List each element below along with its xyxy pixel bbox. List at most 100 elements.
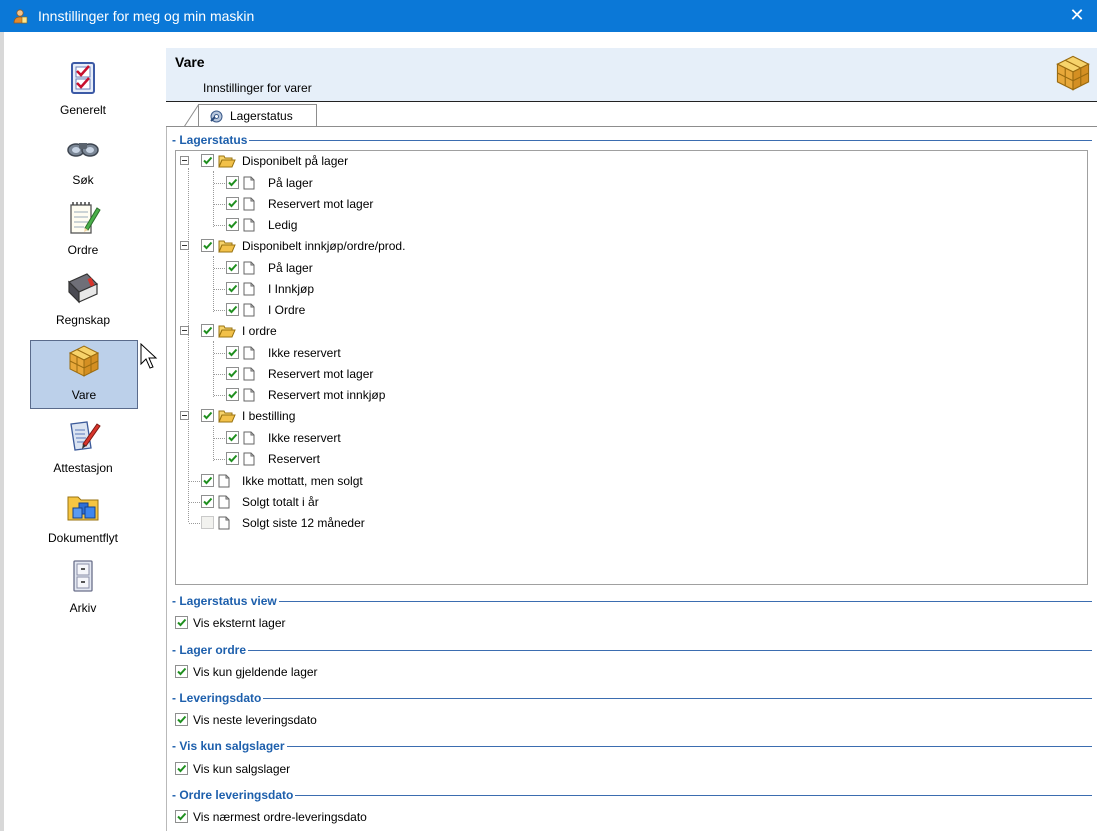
collapse-toggle[interactable] <box>180 156 189 165</box>
sidebar-item-regnskap[interactable]: Regnskap <box>28 268 138 338</box>
settings-header: Vare Innstillinger for varer <box>166 48 1097 102</box>
tree-node-label: Reservert <box>268 452 321 466</box>
section-label: - Vis kun salgslager <box>172 738 287 754</box>
document-icon <box>243 431 255 445</box>
document-icon <box>218 516 230 530</box>
lagerstatus-panel: - Lagerstatus Disponibelt på lager På la… <box>166 127 1097 831</box>
sidebar-item-attestasjon[interactable]: Attestasjon <box>28 416 138 486</box>
window-titlebar: Innstillinger for meg og min maskin ✕ <box>0 0 1097 32</box>
checkbox[interactable] <box>201 474 214 487</box>
checkbox[interactable] <box>175 616 188 629</box>
section-lagerstatus-view: - Lagerstatus view <box>172 593 1092 611</box>
tree-guide <box>214 289 225 290</box>
document-icon <box>243 282 255 296</box>
checkbox[interactable] <box>226 261 239 274</box>
tree-node-label: Reservert mot lager <box>268 367 374 381</box>
tree-guide <box>214 374 225 375</box>
tree-node-label: Solgt siste 12 måneder <box>242 516 365 530</box>
tree-guide <box>189 523 200 524</box>
collapse-toggle[interactable] <box>180 411 189 420</box>
section-ordre-leveringsdato: - Ordre leveringsdato <box>172 787 1092 805</box>
checkbox[interactable] <box>201 154 214 167</box>
checkbox[interactable] <box>226 197 239 210</box>
checkbox[interactable] <box>226 303 239 316</box>
tree-guide <box>189 502 200 503</box>
tab-divider <box>166 126 1097 127</box>
lagerstatus-tree[interactable]: Disponibelt på lager På lager Reservert … <box>175 150 1088 585</box>
tree-node-label: Ledig <box>268 218 298 232</box>
document-icon <box>243 452 255 466</box>
checklist-icon <box>71 62 95 94</box>
checkbox[interactable] <box>226 346 239 359</box>
sidebar-item-arkiv[interactable]: Arkiv <box>28 556 138 626</box>
sidebar-item-sok[interactable]: Søk <box>28 128 138 198</box>
sidebar-item-label: Dokumentflyt <box>47 531 119 545</box>
checkbox[interactable] <box>226 176 239 189</box>
sidebar-item-dokumentflyt[interactable]: Dokumentflyt <box>28 486 138 556</box>
checkbox[interactable] <box>201 516 214 529</box>
tree-guide <box>189 481 200 482</box>
tab-edge <box>184 104 199 127</box>
checkbox[interactable] <box>226 282 239 295</box>
tab-strip: Lagerstatus <box>166 101 1097 128</box>
document-icon <box>243 261 255 275</box>
checkbox[interactable] <box>175 762 188 775</box>
tree-node-label: Ikke reservert <box>268 346 341 360</box>
checkbox[interactable] <box>226 431 239 444</box>
checkbox[interactable] <box>201 409 214 422</box>
section-lagerstatus: - Lagerstatus <box>172 132 1092 150</box>
checkbox[interactable] <box>175 665 188 678</box>
sidebar-item-vare[interactable]: Vare <box>30 340 138 409</box>
sidebar-item-label: Generelt <box>59 103 107 117</box>
tree-guide <box>214 395 225 396</box>
sidebar-item-label: Regnskap <box>55 313 111 327</box>
tree-guide <box>214 183 225 184</box>
section-title: Lagerstatus <box>179 133 248 147</box>
checkbox[interactable] <box>201 495 214 508</box>
checkbox[interactable] <box>226 452 239 465</box>
boxes-icon <box>68 345 100 377</box>
window-border <box>0 32 4 831</box>
ledger-book-icon <box>67 273 99 304</box>
open-folder-icon <box>218 410 236 423</box>
section-divider <box>172 795 1092 796</box>
document-icon <box>243 197 255 211</box>
section-leveringsdato: - Leveringsdato <box>172 690 1092 708</box>
page-title: Vare <box>175 54 205 70</box>
user-settings-icon <box>13 9 28 24</box>
sidebar-item-generelt[interactable]: Generelt <box>28 58 138 128</box>
section-lager-ordre: - Lager ordre <box>172 642 1092 660</box>
sidebar-item-ordre[interactable]: Ordre <box>28 198 138 268</box>
checkbox[interactable] <box>226 388 239 401</box>
page-subtitle: Innstillinger for varer <box>203 81 312 95</box>
tree-guide <box>213 256 214 312</box>
checkbox[interactable] <box>226 367 239 380</box>
checkbox[interactable] <box>175 810 188 823</box>
section-label: - Lager ordre <box>172 642 249 658</box>
open-folder-icon <box>218 155 236 168</box>
tree-guide <box>214 225 225 226</box>
mouse-cursor-icon <box>140 343 158 369</box>
checkbox[interactable] <box>226 218 239 231</box>
close-button[interactable]: ✕ <box>1057 0 1097 32</box>
option-label: Vis neste leveringsdato <box>193 713 317 727</box>
sidebar-item-label: Vare <box>71 388 97 402</box>
section-title: Vis kun salgslager <box>179 739 285 753</box>
open-folder-icon <box>218 240 236 253</box>
open-folder-icon <box>218 325 236 338</box>
document-pen-icon <box>70 421 101 451</box>
checkbox[interactable] <box>201 324 214 337</box>
collapse-toggle[interactable] <box>180 241 189 250</box>
settings-gear-icon <box>210 110 223 123</box>
document-icon <box>243 303 255 317</box>
tree-node-label: Ikke reservert <box>268 431 341 445</box>
collapse-toggle[interactable] <box>180 326 189 335</box>
tree-guide <box>214 204 225 205</box>
section-divider <box>172 650 1092 651</box>
tab-lagerstatus[interactable]: Lagerstatus <box>198 104 317 128</box>
tree-guide <box>188 168 189 522</box>
checkbox[interactable] <box>201 239 214 252</box>
section-vis-kun-salgslager: - Vis kun salgslager <box>172 738 1092 756</box>
option-label: Vis nærmest ordre-leveringsdato <box>193 810 367 824</box>
checkbox[interactable] <box>175 713 188 726</box>
